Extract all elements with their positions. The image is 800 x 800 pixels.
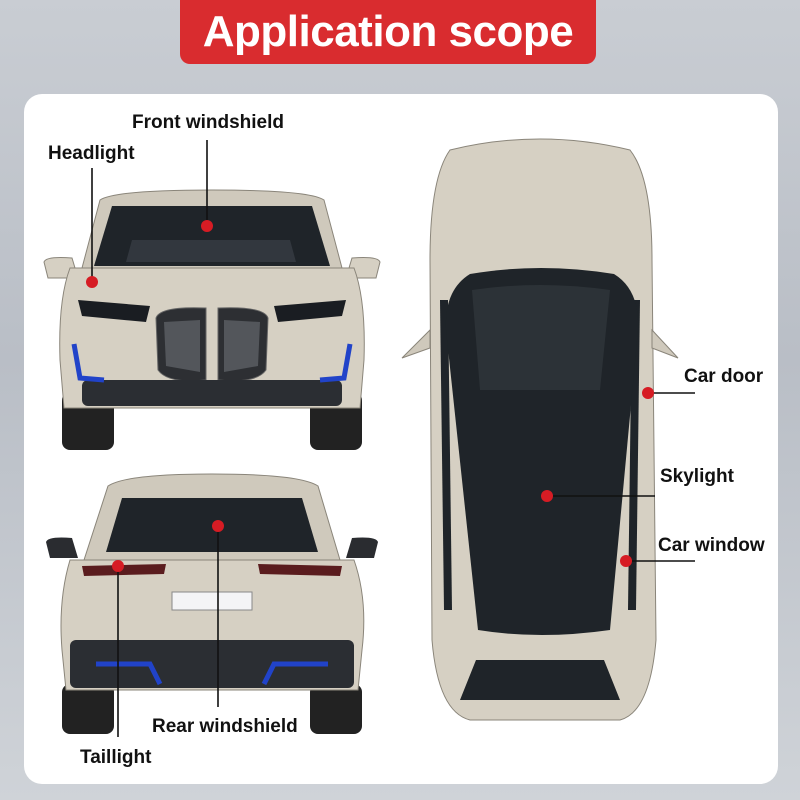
page-title: Application scope xyxy=(202,7,574,56)
marker-headlight xyxy=(86,276,98,288)
top-view-car xyxy=(401,138,679,721)
label-skylight: Skylight xyxy=(660,466,734,487)
label-car-window: Car window xyxy=(658,535,765,556)
label-rear-windshield: Rear windshield xyxy=(152,716,298,737)
page-title-banner: Application scope xyxy=(180,0,596,64)
label-front-windshield: Front windshield xyxy=(132,112,284,133)
callout-markers xyxy=(86,220,654,572)
label-taillight: Taillight xyxy=(80,747,152,768)
label-car-door: Car door xyxy=(684,366,764,387)
marker-taillight xyxy=(112,560,124,572)
marker-car-window xyxy=(620,555,632,567)
callout-lines xyxy=(91,140,695,737)
label-headlight: Headlight xyxy=(48,143,135,164)
marker-skylight xyxy=(541,490,553,502)
front-view-car xyxy=(43,189,381,450)
marker-front-windshield xyxy=(201,220,213,232)
marker-rear-windshield xyxy=(212,520,224,532)
rear-view-car xyxy=(46,473,378,734)
marker-car-door xyxy=(642,387,654,399)
